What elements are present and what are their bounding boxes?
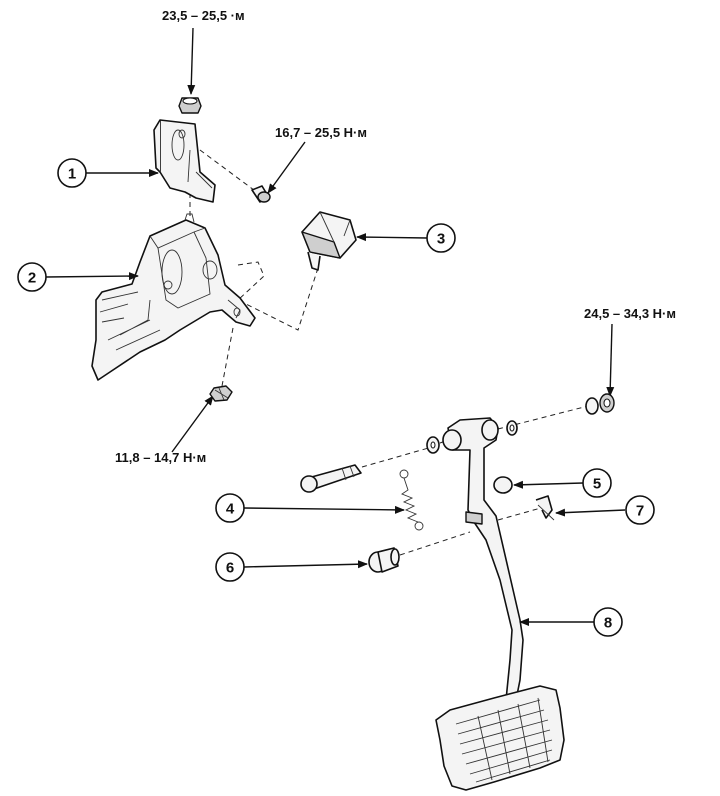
callout-2: 2 bbox=[17, 262, 47, 292]
leader-callout-2 bbox=[45, 272, 139, 281]
washer-left bbox=[426, 436, 440, 454]
svg-text:2: 2 bbox=[28, 270, 36, 287]
svg-text:4: 4 bbox=[226, 501, 235, 518]
leader-callout-3 bbox=[356, 233, 428, 242]
svg-text:3: 3 bbox=[437, 231, 445, 248]
leader-callout-6 bbox=[243, 560, 368, 569]
callout-4: 4 bbox=[215, 493, 245, 523]
callout-3: 3 bbox=[426, 223, 456, 253]
torque-label-top-nut: 23,5 – 25,5 ·м bbox=[162, 8, 245, 23]
assembly-line-switch bbox=[237, 261, 319, 331]
svg-text:7: 7 bbox=[636, 503, 644, 520]
assembly-line-clevis-pin bbox=[399, 505, 549, 556]
top-nut bbox=[178, 97, 202, 114]
pedal-switch bbox=[301, 211, 357, 271]
callout-5: 5 bbox=[582, 468, 612, 498]
leader-callout-5 bbox=[513, 480, 584, 489]
assembly-line-lower-nut bbox=[221, 327, 234, 387]
callout-1: 1 bbox=[57, 158, 87, 188]
bracket-bolt bbox=[251, 185, 271, 203]
torque-label-lower-nut: 11,8 – 14,7 Н·м bbox=[115, 450, 206, 465]
pedal-arm bbox=[442, 417, 524, 701]
callout-8: 8 bbox=[593, 607, 623, 637]
callout-6: 6 bbox=[215, 552, 245, 582]
leader-top-nut bbox=[187, 27, 196, 95]
leader-pivot-nut bbox=[606, 323, 615, 397]
pedal-pad bbox=[435, 685, 565, 791]
clevis-pin bbox=[368, 547, 400, 573]
upper-bracket bbox=[153, 119, 216, 203]
leader-callout-4 bbox=[243, 505, 405, 514]
leader-callout-7 bbox=[555, 508, 626, 517]
pedal-support-bracket bbox=[91, 213, 256, 381]
svg-text:8: 8 bbox=[604, 615, 612, 632]
svg-text:1: 1 bbox=[68, 166, 76, 183]
torque-label-bracket-bolt: 16,7 – 25,5 Н·м bbox=[275, 125, 367, 140]
callout-7: 7 bbox=[625, 495, 655, 525]
assembly-line-bracket-bolt bbox=[199, 149, 263, 197]
pivot-washer-right bbox=[506, 420, 518, 436]
retaining-clip bbox=[535, 495, 555, 521]
pivot-bolt bbox=[300, 464, 362, 493]
torque-label-pivot-nut: 24,5 – 34,3 Н·м bbox=[584, 306, 676, 321]
svg-text:5: 5 bbox=[593, 476, 601, 493]
leader-bracket-bolt bbox=[267, 141, 306, 194]
pivot-nut bbox=[585, 393, 615, 415]
leader-lower-nut bbox=[171, 395, 214, 453]
svg-text:6: 6 bbox=[226, 560, 234, 577]
return-spring bbox=[399, 469, 424, 531]
lower-nut bbox=[209, 385, 233, 402]
